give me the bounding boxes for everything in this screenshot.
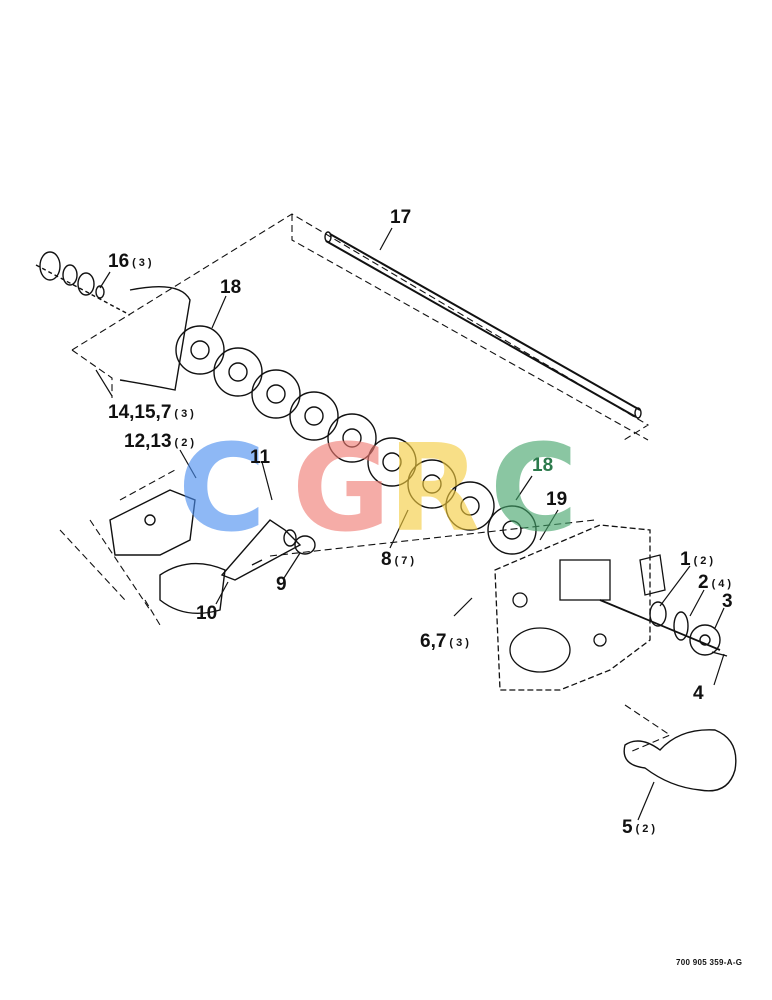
callout-18-bottom: 18 [532, 456, 556, 475]
callout-number: 6,7 [420, 631, 447, 652]
callout-number: 12,13 [124, 431, 172, 452]
sprockets [175, 325, 537, 555]
watermark-letter-g: G [292, 420, 391, 559]
callout-number: 1 [680, 549, 691, 570]
watermark-letter-r: R [388, 420, 481, 559]
callout-8: 8(7) [381, 550, 417, 569]
callout-number: 9 [276, 574, 287, 595]
callout-number: 4 [693, 683, 704, 704]
callout-5: 5(2) [622, 818, 658, 837]
drive-shaft-parts [599, 599, 728, 657]
callout-number: 8 [381, 549, 392, 570]
callout-12-13: 12,13(2) [124, 432, 197, 451]
callout-19: 19 [546, 490, 570, 509]
leader-lines [95, 227, 725, 821]
callout-qty: (2) [174, 437, 197, 449]
drawing-number: 700 905 359-A-G [676, 958, 743, 967]
callout-number: 2 [698, 572, 709, 593]
callout-qty: (3) [132, 257, 155, 269]
callout-number: 3 [722, 591, 733, 612]
arm-assembly [220, 519, 316, 581]
callout-3: 3 [722, 592, 736, 611]
left-frame [109, 489, 226, 615]
shaft [324, 231, 642, 419]
callout-qty: (3) [174, 408, 197, 420]
drive-chain [623, 729, 737, 792]
callout-16: 16(3) [108, 252, 155, 271]
callout-1: 1(2) [680, 550, 716, 569]
callout-6-7: 6,7(3) [420, 632, 472, 651]
callout-18-top: 18 [220, 278, 244, 297]
left-bearing-assembly [35, 251, 191, 391]
watermark-letter-c2: C [490, 420, 579, 559]
callout-10: 10 [196, 604, 220, 623]
callout-2: 2(4) [698, 573, 734, 592]
callout-qty: (7) [394, 555, 418, 567]
gearbox-frame [494, 524, 666, 691]
callout-number: 19 [546, 489, 568, 510]
callout-number: 16 [108, 251, 130, 272]
callout-14-15-7: 14,15,7(3) [108, 403, 197, 422]
callout-qty: (4) [711, 578, 735, 590]
callout-number: 11 [250, 447, 271, 468]
callout-qty: (2) [635, 823, 659, 835]
watermark-letter-c1: C [178, 420, 267, 559]
callout-qty: (3) [449, 637, 472, 649]
callout-4: 4 [693, 684, 707, 703]
callout-number: 18 [532, 455, 554, 476]
callout-qty: (2) [693, 555, 717, 567]
assembly-reference-lines [59, 213, 672, 753]
callout-9: 9 [276, 575, 290, 594]
callout-number: 18 [220, 277, 242, 298]
callout-number: 5 [622, 817, 633, 838]
callout-11: 11 [250, 448, 273, 467]
callout-number: 14,15,7 [108, 402, 172, 423]
callout-17: 17 [390, 208, 414, 227]
callout-number: 10 [196, 603, 218, 624]
callout-number: 17 [390, 207, 412, 228]
